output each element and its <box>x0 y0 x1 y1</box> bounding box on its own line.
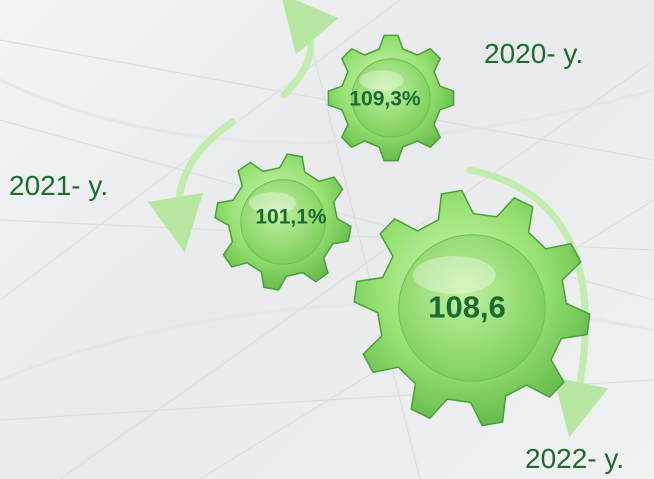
gear-2020-icon <box>327 34 455 162</box>
gear-2021-icon <box>214 153 352 291</box>
year-label-2021: 2021- y. <box>9 170 109 201</box>
arrow-2020-to-2021 <box>280 0 339 99</box>
year-label-2022: 2022- y. <box>525 443 625 474</box>
gear-value-2021: 101,1% <box>255 205 327 229</box>
arrow-left-curve <box>147 118 236 253</box>
gear-2022-icon <box>353 189 591 427</box>
gear-value-2022: 108,6 <box>428 289 506 325</box>
gear-value-2020: 109,3% <box>349 87 421 111</box>
year-label-2020: 2020- y. <box>484 38 584 69</box>
